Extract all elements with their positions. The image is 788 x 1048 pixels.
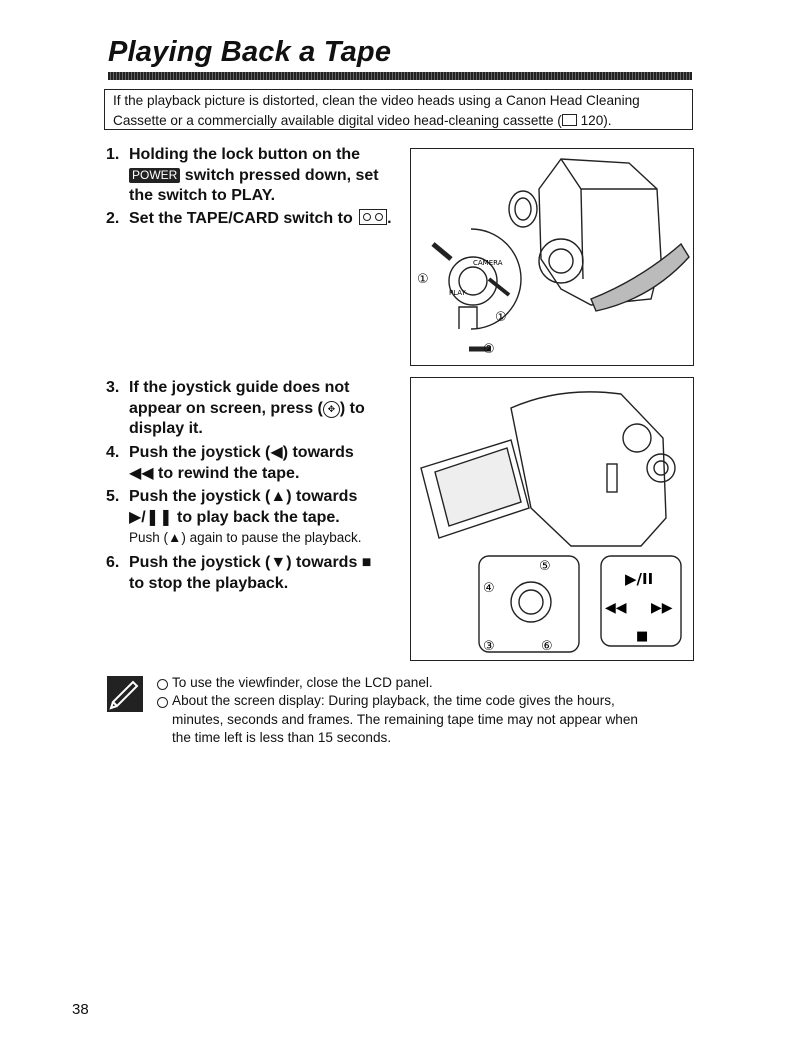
memo-icon <box>107 676 143 712</box>
callout-1b: ① <box>495 310 507 325</box>
power-switch-icon: POWER <box>129 167 181 183</box>
up-arrow-icon: ▲ <box>270 488 287 505</box>
stop-icon: ■ <box>361 554 372 571</box>
down-arrow-icon: ▼ <box>270 554 287 571</box>
callout-4: ④ <box>483 581 495 596</box>
camcorder-lcd-drawing: ⑤ ④ ③ ⑥ ▶/II ◀◀ ▶▶ ■ <box>420 391 682 654</box>
play-pause-icon: ▶/❚❚ <box>129 508 173 526</box>
caution-line-2: Cassette or a commercially available dig… <box>113 112 612 128</box>
callout-5: ⑤ <box>539 559 551 574</box>
caution-line-1: If the playback picture is distorted, cl… <box>113 93 640 108</box>
guide-ffwd: ▶▶ <box>651 600 673 616</box>
camcorder-switch-illustration: ① ① ② CAMERA PLAY <box>410 148 694 366</box>
guide-stop: ■ <box>636 629 648 644</box>
bullet-circle-icon <box>157 697 168 708</box>
dial-label-play: PLAY <box>449 289 467 297</box>
book-icon <box>561 113 577 126</box>
callout-2: ② <box>483 342 495 357</box>
guide-play-pause: ▶/II <box>625 570 653 588</box>
guide-rewind: ◀◀ <box>605 600 627 616</box>
camcorder-top-drawing: ① ① ② CAMERA PLAY <box>417 158 690 357</box>
joystick-icon: ✥ <box>322 400 340 418</box>
camcorder-joystick-illustration: ⑤ ④ ③ ⑥ ▶/II ◀◀ ▶▶ ■ <box>410 377 694 661</box>
callout-1a: ① <box>417 272 429 287</box>
bullet-circle-icon <box>157 679 168 690</box>
tape-icon <box>359 209 388 225</box>
callout-6: ⑥ <box>541 639 553 654</box>
dial-label-camera: CAMERA <box>473 259 503 267</box>
title-rule <box>108 72 692 80</box>
page-number: 38 <box>72 1001 89 1018</box>
caution-box: If the playback picture is distorted, cl… <box>104 89 693 130</box>
rewind-icon: ◀◀ <box>129 464 154 482</box>
callout-3: ③ <box>483 639 495 654</box>
step-5-note: Push (▲) again to pause the playback. <box>129 530 362 545</box>
left-arrow-icon: ◀ <box>270 444 283 461</box>
page-title: Playing Back a Tape <box>108 36 392 68</box>
